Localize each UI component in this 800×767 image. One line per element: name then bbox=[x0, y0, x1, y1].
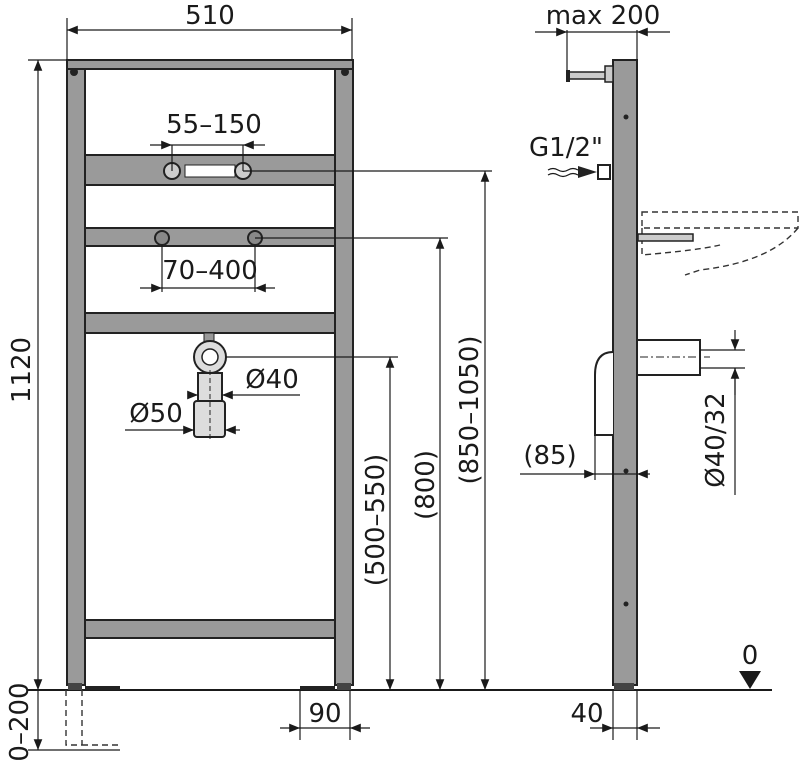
connection-label: G1/2" bbox=[529, 133, 603, 163]
top-rail bbox=[66, 59, 354, 70]
floor-level-icon bbox=[739, 671, 761, 689]
left-post bbox=[66, 59, 86, 686]
outlet-diameter-label: Ø40 bbox=[245, 365, 299, 395]
foot-width-label: 90 bbox=[308, 699, 341, 729]
water-flow-arrow-icon bbox=[578, 166, 597, 178]
drain-trap bbox=[193, 332, 227, 440]
side-post bbox=[612, 59, 638, 686]
floor-label: 0 bbox=[742, 641, 759, 671]
drain-offset-label: (85) bbox=[523, 441, 576, 471]
front-dimensions: 510 1120 0–200 55–150 70–400 Ø40 Ø50 (50… bbox=[5, 1, 492, 762]
side-drain-diameter-label: Ø40/32 bbox=[701, 392, 731, 487]
depth-label: max 200 bbox=[546, 1, 661, 31]
side-frame bbox=[547, 59, 799, 690]
adjust-label: 0–200 bbox=[5, 682, 35, 761]
front-frame bbox=[66, 59, 354, 690]
drain-diameter-label: Ø50 bbox=[129, 399, 183, 429]
anchor-rod bbox=[637, 233, 694, 242]
frame-depth-label: 40 bbox=[570, 699, 603, 729]
anchor-spacing-label: 70–400 bbox=[162, 256, 258, 286]
tap-height-label: (850–1050) bbox=[455, 335, 485, 484]
side-dimensions: max 200 G1/2" Ø40/32 (85) 0 40 bbox=[520, 1, 761, 740]
anchor-crossbar bbox=[84, 227, 336, 247]
drain-crossbar bbox=[84, 312, 336, 334]
height-label: 1120 bbox=[7, 337, 37, 403]
tap-spacing-label: 55–150 bbox=[166, 110, 262, 140]
width-label: 510 bbox=[185, 1, 235, 31]
anchor-height-label: (800) bbox=[411, 450, 441, 520]
drain-height-label: (500–550) bbox=[361, 454, 391, 587]
bottom-crossbar bbox=[84, 619, 336, 639]
water-connection bbox=[597, 164, 611, 180]
right-post bbox=[334, 59, 354, 686]
